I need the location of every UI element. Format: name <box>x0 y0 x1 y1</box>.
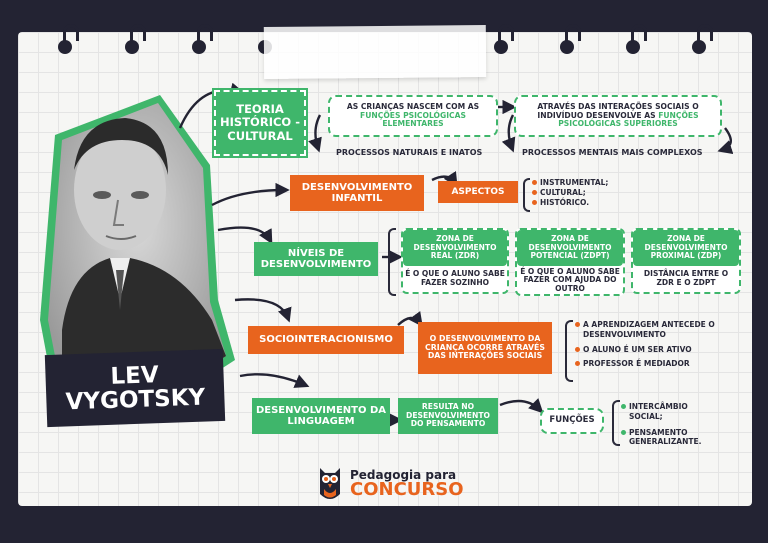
list-item: PROFESSOR É MEDIADOR <box>575 359 725 369</box>
name-line1: LEV <box>110 362 160 390</box>
aspectos-brace <box>523 178 530 212</box>
desenvolvimento-infantil-title: DESENVOLVIMENTO INFANTIL <box>301 181 413 205</box>
niveis-box: NÍVEIS DE DESENVOLVIMENTO <box>254 242 378 276</box>
list-item-text: PENSAMENTO GENERALIZANTE. <box>629 427 702 447</box>
list-item-text: PROFESSOR É MEDIADOR <box>583 359 690 369</box>
teoria-box1-caption: PROCESSOS NATURAIS E INATOS <box>336 148 483 157</box>
list-item-text: O ALUNO É UM SER ATIVO <box>583 344 692 354</box>
teoria-box2-highlight: FUNÇÕES PSICOLÓGICAS SUPERIORES <box>558 110 699 129</box>
list-item: PENSAMENTO GENERALIZANTE. <box>621 428 721 448</box>
brand-line2: CONCURSO <box>350 479 464 500</box>
socio-desc-box: O DESENVOLVIMENTO DA CRIANÇA OCORRE ATRA… <box>418 322 552 374</box>
niveis-brace <box>388 228 396 296</box>
zone-zdp-title: ZONA DE DESENVOLVIMENTO PROXIMAL (ZDP) <box>633 230 739 266</box>
aspectos-list: INSTRUMENTAL; CULTURAL; HISTÓRICO. <box>532 178 608 207</box>
list-item-text: CULTURAL; <box>540 187 586 197</box>
teoria-box1-text: AS CRIANÇAS NASCEM COM AS FUNÇÕES PSICOL… <box>336 101 490 129</box>
linguagem-desc: RESULTA NO DESENVOLVIMENTO DO PENSAMENTO <box>406 401 490 429</box>
linguagem-title: DESENVOLVIMENTO DA LINGUAGEM <box>255 404 387 428</box>
funcoes-box: FUNÇÕES <box>540 408 604 434</box>
list-item: HISTÓRICO. <box>532 198 608 208</box>
teoria-box2-text: ATRAVÉS DAS INTERAÇÕES SOCIAIS O INDIVÍD… <box>522 101 714 129</box>
teoria-box1-pre: AS CRIANÇAS NASCEM COM AS <box>346 101 480 111</box>
teoria-box-superiores: ATRAVÉS DAS INTERAÇÕES SOCIAIS O INDIVÍD… <box>514 95 722 137</box>
sociointeracionismo-title: SOCIOINTERACIONISMO <box>259 334 393 346</box>
linguagem-box: DESENVOLVIMENTO DA LINGUAGEM <box>252 398 390 434</box>
brand-logo: Pedagogia para CONCURSO <box>316 464 464 504</box>
funcoes-list: INTERCÂMBIO SOCIAL; PENSAMENTO GENERALIZ… <box>621 402 721 447</box>
list-item-text: INTERCÂMBIO SOCIAL; <box>629 402 688 421</box>
list-item: CULTURAL; <box>532 188 608 198</box>
zone-zdr-title: ZONA DE DESENVOLVIMENTO REAL (ZDR) <box>403 230 507 266</box>
funcoes-brace <box>612 400 620 446</box>
desenvolvimento-infantil-box: DESENVOLVIMENTO INFANTIL <box>290 175 424 211</box>
teoria-box-elementares: AS CRIANÇAS NASCEM COM AS FUNÇÕES PSICOL… <box>328 95 498 137</box>
socio-list: A APRENDIZAGEM ANTECEDE O DESENVOLVIMENT… <box>575 320 725 369</box>
teoria-box1-highlight: FUNÇÕES PSICOLÓGICAS ELEMENTARES <box>360 110 466 129</box>
zone-zdp-desc: DISTÂNCIA ENTRE O ZDR E O ZDPT <box>643 269 729 287</box>
sociointeracionismo-box: SOCIOINTERACIONISMO <box>248 326 404 354</box>
funcoes-label: FUNÇÕES <box>549 415 595 426</box>
list-item: O ALUNO É UM SER ATIVO <box>575 345 725 355</box>
name-line2: VYGOTSKY <box>65 384 206 416</box>
list-item: A APRENDIZAGEM ANTECEDE O DESENVOLVIMENT… <box>575 320 725 340</box>
zone-zdpt-title: ZONA DE DESENVOLVIMENTO POTENCIAL (ZDPT) <box>517 230 623 266</box>
socio-desc: O DESENVOLVIMENTO DA CRIANÇA OCORRE ATRA… <box>425 333 545 361</box>
list-item: INSTRUMENTAL; <box>532 178 608 188</box>
teoria-box2-caption: PROCESSOS MENTAIS MAIS COMPLEXOS <box>522 148 703 157</box>
list-item-text: A APRENDIZAGEM ANTECEDE O DESENVOLVIMENT… <box>583 320 715 339</box>
teoria-title: TEORIA HISTÓRICO -CULTURAL <box>220 102 300 143</box>
zone-zdr: ZONA DE DESENVOLVIMENTO REAL (ZDR) É O Q… <box>401 228 509 294</box>
zone-zdr-desc: É O QUE O ALUNO SABE FAZER SOZINHO <box>405 269 505 287</box>
zone-zdpt-desc: É O QUE O ALUNO SABE FAZER COM AJUDA DO … <box>520 267 620 293</box>
teoria-box2-pre: ATRAVÉS DAS INTERAÇÕES SOCIAIS O INDIVÍD… <box>537 101 699 120</box>
list-item: INTERCÂMBIO SOCIAL; <box>621 402 721 422</box>
zone-zdpt: ZONA DE DESENVOLVIMENTO POTENCIAL (ZDPT)… <box>515 228 625 296</box>
teoria-title-box: TEORIA HISTÓRICO -CULTURAL <box>212 88 308 158</box>
aspectos-box: ASPECTOS <box>438 181 518 203</box>
list-item-text: INSTRUMENTAL; <box>540 178 609 187</box>
linguagem-desc-box: RESULTA NO DESENVOLVIMENTO DO PENSAMENTO <box>398 398 498 434</box>
zone-zdp: ZONA DE DESENVOLVIMENTO PROXIMAL (ZDP) D… <box>631 228 741 294</box>
list-item-text: HISTÓRICO. <box>540 197 590 207</box>
socio-brace <box>565 320 573 382</box>
owl-icon <box>320 468 340 499</box>
brand-line1: Pedagogia para <box>350 468 457 482</box>
name-banner: LEV VYGOTSKY <box>44 348 226 428</box>
niveis-title: NÍVEIS DE DESENVOLVIMENTO <box>260 247 372 271</box>
aspectos-label: ASPECTOS <box>451 186 505 197</box>
